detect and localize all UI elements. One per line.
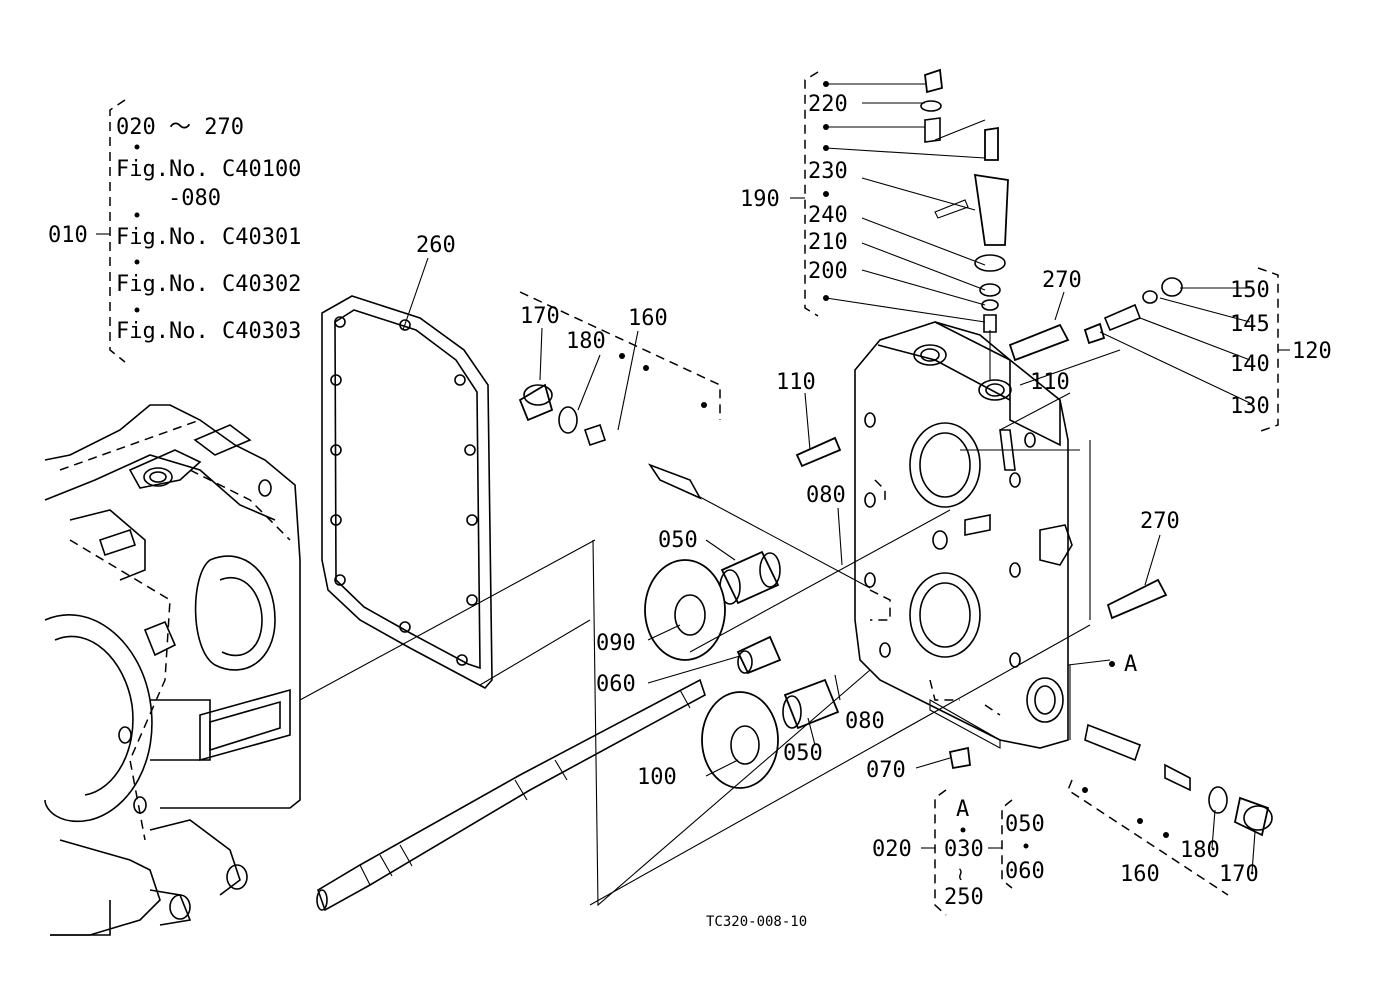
group-010-number: 010 — [48, 223, 88, 248]
part-label-090: 090 — [596, 631, 636, 656]
part-label-150: 150 — [1230, 278, 1270, 303]
group-020-number: 020 — [872, 837, 912, 862]
part-label-240: 240 — [808, 203, 848, 228]
group-brackets — [109, 71, 1279, 916]
bushing-050-upper — [719, 550, 781, 605]
relief-valve-190 — [920, 68, 1009, 333]
drawing-code: TC320-008-10 — [706, 914, 807, 930]
transmission-case-drawing — [44, 404, 301, 936]
group-160-lower-number: 160 — [1120, 862, 1160, 887]
group-020-col1-250: 250 — [944, 885, 984, 910]
bushing-050-lower — [782, 678, 840, 730]
part-label-220: 220 — [808, 92, 848, 117]
valve-poppet-upper — [647, 463, 702, 500]
part-label-260: 260 — [416, 233, 456, 258]
part-label-270-lower: 270 — [1140, 509, 1180, 534]
o-ring-180-upper — [558, 406, 578, 434]
group-160-lower-callout: 160 180 170 — [1120, 838, 1259, 887]
part-label-200: 200 — [808, 259, 848, 284]
group-020-col1-030: 030 — [944, 837, 984, 862]
housing-bolt-holes — [864, 412, 1036, 668]
bushing-060 — [736, 635, 782, 675]
group-120-callout: 150 145 140 130 120 — [1230, 278, 1332, 419]
part-label-100: 100 — [637, 765, 677, 790]
part-label-050-lower: 050 — [783, 741, 823, 766]
group-010-ref-1: Fig.No. C40100 — [116, 157, 301, 182]
part-label-180-upper: 180 — [566, 329, 606, 354]
part-label-180-lower: 180 — [1180, 838, 1220, 863]
tilde-symbol: ≀ — [957, 864, 964, 885]
gasket-drawing — [321, 295, 493, 690]
group-010-ref-5: Fig.No. C40303 — [116, 319, 301, 344]
part-label-170-upper: 170 — [520, 304, 560, 329]
part-label-110-left: 110 — [776, 370, 816, 395]
group-010-ref-4: Fig.No. C40302 — [116, 272, 301, 297]
part-label-070: 070 — [866, 758, 906, 783]
group-020-col1-a: A — [956, 797, 969, 822]
leader-lines — [299, 83, 1256, 907]
group-160-upper-number: 160 — [628, 306, 668, 331]
group-010-ref-2: -080 — [168, 186, 221, 211]
part-label-080-upper: 080 — [806, 483, 846, 508]
part-label-230: 230 — [808, 159, 848, 184]
part-label-060: 060 — [596, 672, 636, 697]
group-010-callout: 010 020 ～ 270 Fig.No. C40100 -080 Fig.No… — [48, 115, 301, 344]
group-190-callout: 190 220 230 240 210 200 — [740, 92, 848, 284]
bolt-270-upper — [1008, 323, 1070, 362]
dot-markers — [134, 81, 1169, 849]
group-190-number: 190 — [740, 187, 780, 212]
valve-120-assembly — [1083, 277, 1183, 345]
gasket-bolt-holes — [330, 316, 478, 666]
group-020-col2-050: 050 — [1005, 812, 1045, 837]
side-plate-100 — [701, 691, 779, 789]
part-label-130: 130 — [1230, 394, 1270, 419]
part-label-050-upper: 050 — [658, 528, 698, 553]
part-label-210: 210 — [808, 230, 848, 255]
spring-upper — [583, 423, 607, 447]
group-020-callout: 020 A 030 ≀ 250 050 060 — [872, 797, 1045, 910]
part-label-140: 140 — [1230, 352, 1270, 377]
group-010-range: 020 ～ 270 — [116, 115, 244, 140]
part-label-145: 145 — [1230, 312, 1270, 337]
pump-housing-drawing — [854, 321, 1073, 749]
bolt-270-lower — [1106, 578, 1168, 620]
group-020-col2-060: 060 — [1005, 859, 1045, 884]
part-label-170-lower: 170 — [1219, 862, 1259, 887]
relief-valve-160-lower — [1084, 723, 1273, 837]
drive-shaft-drawing — [316, 678, 706, 912]
part-label-270-upper: 270 — [1042, 268, 1082, 293]
side-plate-090 — [644, 559, 726, 661]
plug-070 — [948, 746, 971, 770]
part-label-080-lower: 080 — [845, 709, 885, 734]
cap-plug-170-upper — [518, 383, 554, 422]
pin-110 — [795, 436, 842, 468]
part-label-110-right: 110 — [1030, 370, 1070, 395]
group-120-number: 120 — [1292, 339, 1332, 364]
group-010-ref-3: Fig.No. C40301 — [116, 225, 301, 250]
group-160-upper-callout: 170 180 160 — [520, 304, 668, 354]
reference-A: A — [1124, 652, 1137, 677]
